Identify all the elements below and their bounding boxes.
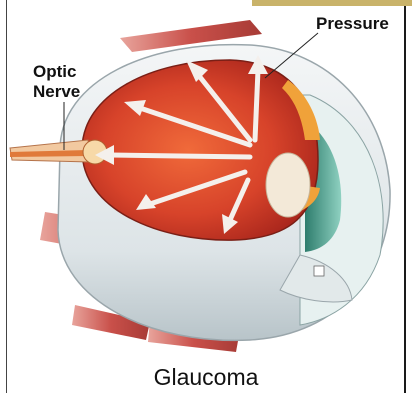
diagram-caption: Glaucoma bbox=[0, 364, 412, 391]
optic-label-line1: Optic bbox=[33, 62, 80, 82]
optic-nerve-label: Optic Nerve bbox=[33, 62, 80, 102]
tear-duct-detail bbox=[314, 266, 324, 276]
pressure-label: Pressure bbox=[316, 14, 389, 34]
lens bbox=[266, 153, 310, 217]
optic-label-line2: Nerve bbox=[33, 82, 80, 102]
